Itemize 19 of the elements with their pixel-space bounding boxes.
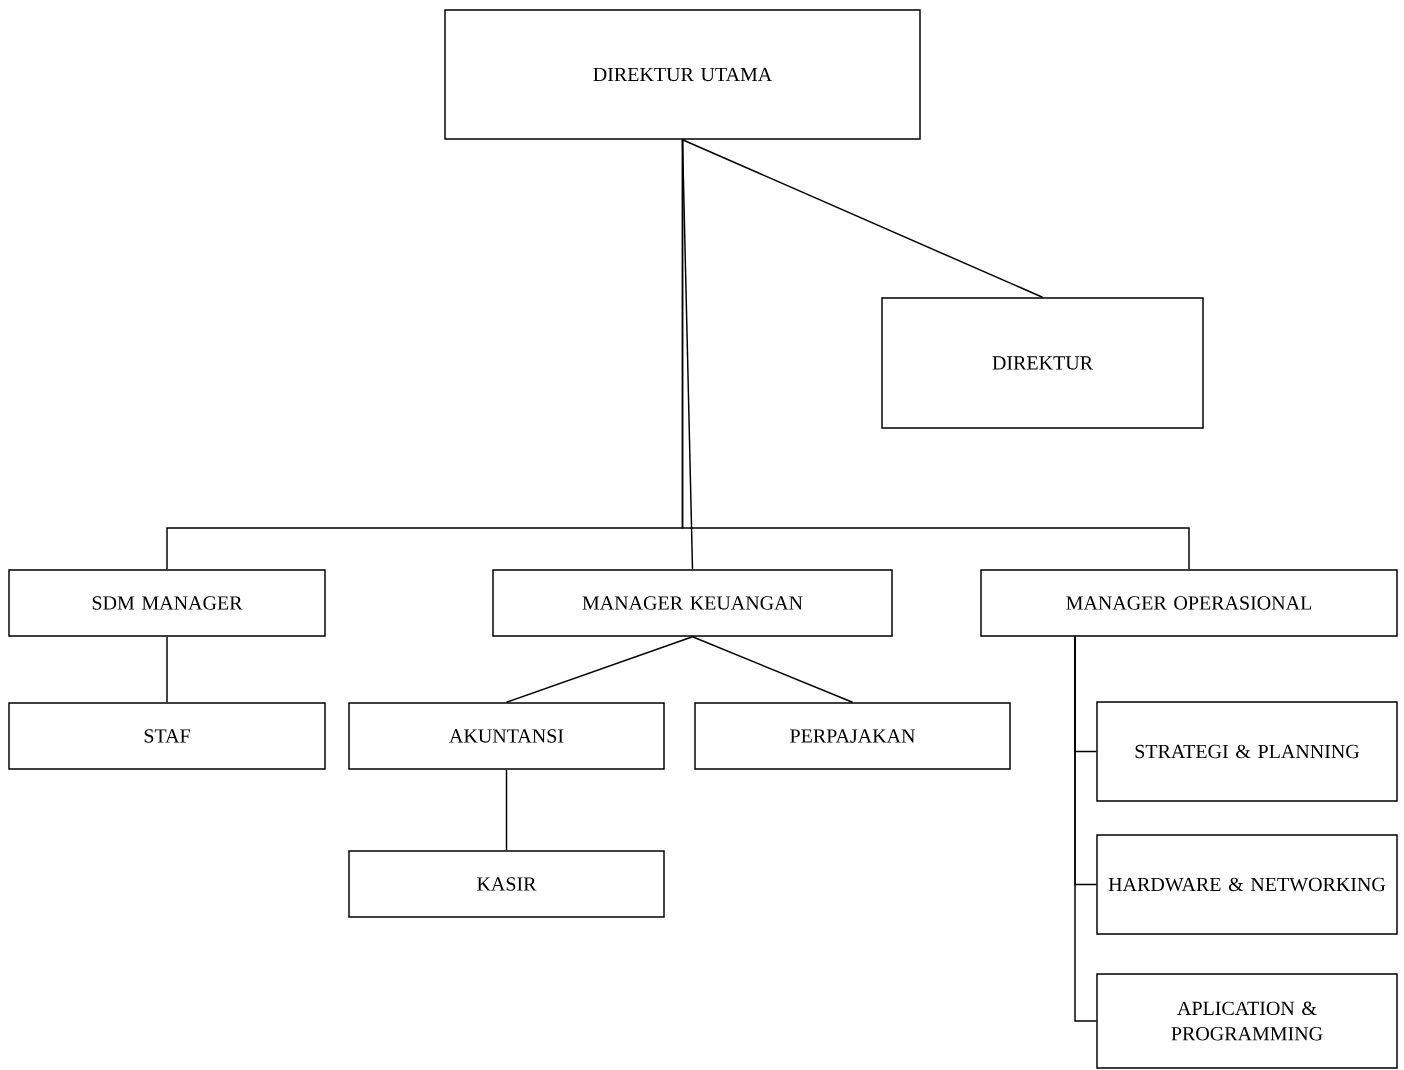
org-box: STRATEGI & PLANNING [1096,701,1398,802]
connector-line [681,139,1044,298]
org-box: HARDWARE & NETWORKING [1096,834,1398,935]
org-box: MANAGER OPERASIONAL [980,569,1398,637]
org-box: APLICATION & PROGRAMMING [1096,973,1398,1069]
connector-line [505,636,694,703]
org-box: KASIR [348,850,665,918]
connector-line [691,636,854,703]
connector-line [681,139,1190,570]
connector-line [166,636,168,703]
org-box: STAF [8,702,326,770]
connector-line [1074,635,1097,1022]
org-box: AKUNTANSI [348,702,665,770]
org-box: SDM MANAGER [8,569,326,637]
org-box: DIREKTUR [881,297,1204,429]
org-box: DIREKTUR UTAMA [444,9,921,140]
connector-line [505,769,508,851]
org-box: PERPAJAKAN [694,702,1011,770]
org-box: MANAGER KEUANGAN [492,569,893,637]
